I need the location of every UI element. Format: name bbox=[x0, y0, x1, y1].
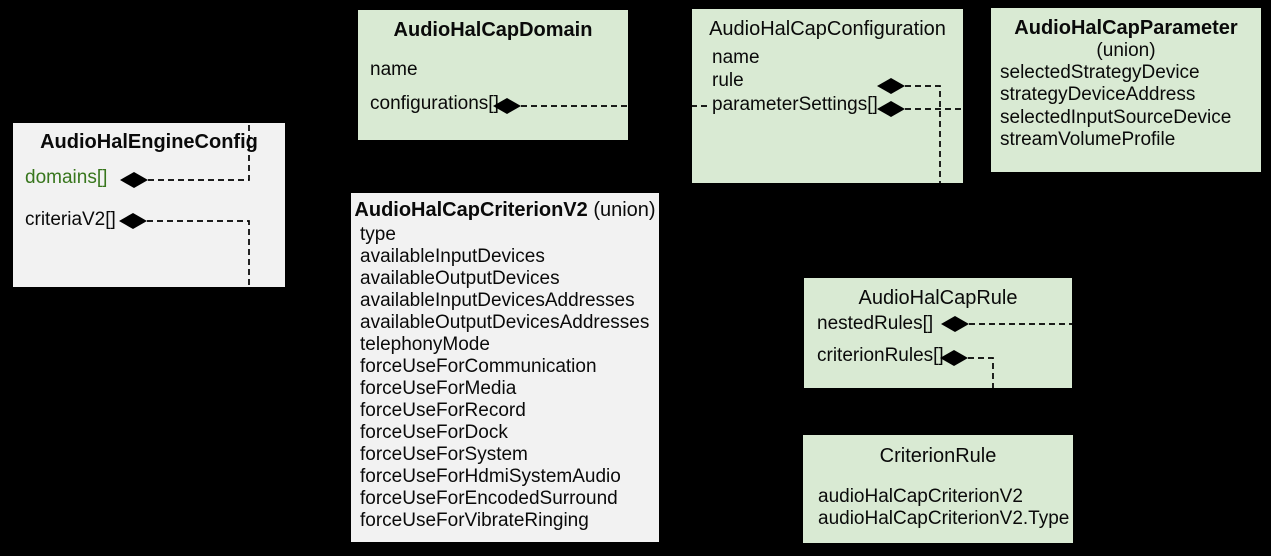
field-strategyDeviceAddress: strategyDeviceAddress bbox=[1000, 84, 1196, 106]
field-forceUseForCommunication: forceUseForCommunication bbox=[360, 356, 597, 377]
class-subtitle-union: (union) bbox=[1096, 40, 1156, 61]
class-box-audio-hal-engine-config: AudioHalEngineConfig domains[] criteriaV… bbox=[13, 123, 285, 287]
field-audioHalCapCriterionV2: audioHalCapCriterionV2 bbox=[818, 486, 1023, 507]
field-forceUseForMedia: forceUseForMedia bbox=[360, 378, 517, 399]
class-box-audio-hal-cap-configuration: AudioHalCapConfiguration name rule param… bbox=[692, 9, 963, 183]
field-list: type availableInputDevices availableOutp… bbox=[360, 224, 649, 532]
field-forceUseForRecord: forceUseForRecord bbox=[360, 400, 526, 421]
field-criterionRules: criterionRules[] bbox=[817, 345, 944, 366]
class-box-audio-hal-cap-domain: AudioHalCapDomain name configurations[] bbox=[358, 10, 628, 140]
field-forceUseForSystem: forceUseForSystem bbox=[360, 444, 528, 465]
field-selectedStrategyDevice: selectedStrategyDevice bbox=[1000, 62, 1200, 83]
field-availableInputDevices: availableInputDevices bbox=[360, 246, 545, 267]
class-box-audio-hal-cap-parameter: AudioHalCapParameter (union) selectedStr… bbox=[991, 8, 1261, 172]
field-rule: rule bbox=[712, 70, 744, 91]
field-availableOutputDevicesAddresses: availableOutputDevicesAddresses bbox=[360, 312, 650, 333]
field-forceUseForDock: forceUseForDock bbox=[360, 422, 508, 443]
class-title-audio-hal-cap-criterion-v2: AudioHalCapCriterionV2 (union) bbox=[351, 198, 659, 222]
class-box-criterion-rule: CriterionRule audioHalCapCriterionV2 aud… bbox=[803, 435, 1073, 543]
field-forceUseForEncodedSurround: forceUseForEncodedSurround bbox=[360, 488, 618, 509]
class-title-suffix: (union) bbox=[587, 199, 656, 221]
field-domains: domains[] bbox=[25, 167, 108, 188]
class-title-audio-hal-engine-config: AudioHalEngineConfig bbox=[40, 131, 258, 153]
field-configurations: configurations[] bbox=[370, 93, 499, 114]
field-type: type bbox=[360, 224, 396, 245]
class-title-criterion-rule: CriterionRule bbox=[879, 445, 997, 467]
field-telephonyMode: telephonyMode bbox=[360, 334, 490, 355]
class-title-audio-hal-cap-parameter: AudioHalCapParameter bbox=[1014, 17, 1238, 39]
field-list: selectedStrategyDevice strategyDeviceAdd… bbox=[1000, 62, 1231, 152]
class-box-audio-hal-cap-rule: AudioHalCapRule nestedRules[] criterionR… bbox=[804, 278, 1072, 388]
field-forceUseForHdmiSystemAudio: forceUseForHdmiSystemAudio bbox=[360, 466, 621, 487]
field-criteriaV2: criteriaV2[] bbox=[25, 209, 116, 230]
field-availableOutputDevices: availableOutputDevices bbox=[360, 268, 560, 289]
class-box-audio-hal-cap-criterion-v2: AudioHalCapCriterionV2 (union) type avai… bbox=[351, 193, 659, 542]
field-name: name bbox=[712, 47, 760, 68]
field-audioHalCapCriterionV2-type: audioHalCapCriterionV2.Type bbox=[818, 508, 1070, 529]
field-streamVolumeProfile: streamVolumeProfile bbox=[1000, 129, 1176, 151]
field-forceUseForVibrateRinging: forceUseForVibrateRinging bbox=[360, 510, 589, 531]
field-nestedRules: nestedRules[] bbox=[817, 313, 934, 334]
class-title-audio-hal-cap-configuration: AudioHalCapConfiguration bbox=[709, 18, 946, 40]
class-title-main: AudioHalCapCriterionV2 bbox=[354, 199, 588, 221]
class-title-audio-hal-cap-rule: AudioHalCapRule bbox=[858, 287, 1018, 309]
field-name: name bbox=[370, 59, 418, 80]
field-availableInputDevicesAddresses: availableInputDevicesAddresses bbox=[360, 290, 635, 311]
field-selectedInputSourceDevice: selectedInputSourceDevice bbox=[1000, 106, 1232, 128]
field-parameterSettings: parameterSettings[] bbox=[712, 94, 878, 115]
class-title-audio-hal-cap-domain: AudioHalCapDomain bbox=[393, 19, 593, 41]
